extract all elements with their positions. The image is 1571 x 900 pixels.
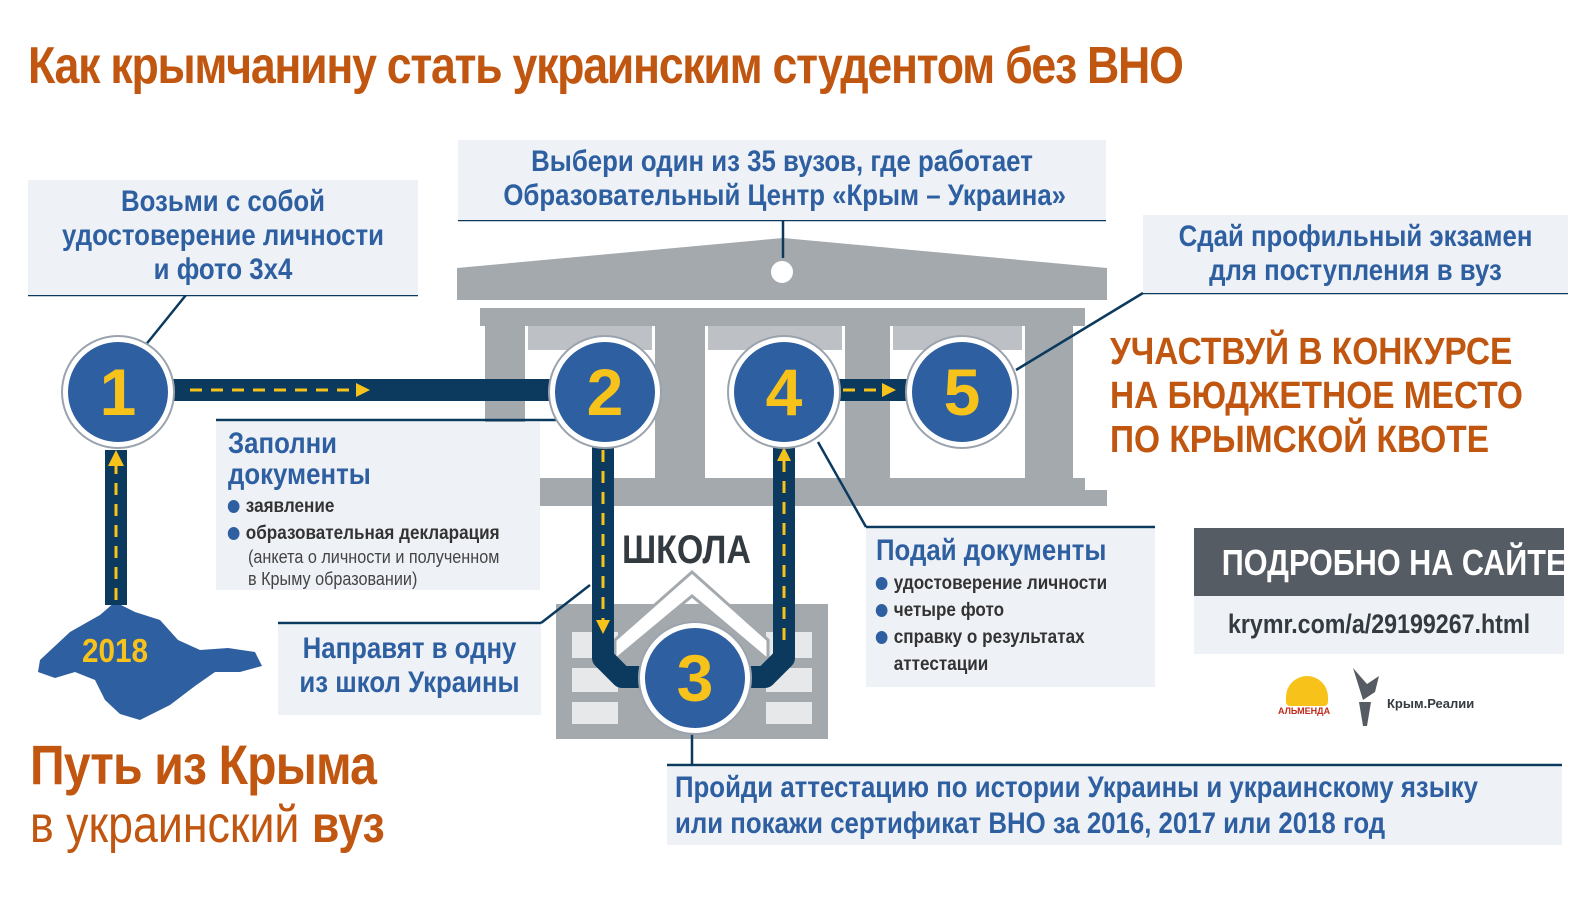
fill-title-line: Заполни [228, 427, 338, 460]
step3-direct-label: Направят в одну из школ Украины [278, 632, 541, 700]
step1-label-line: и фото 3х4 [153, 253, 293, 286]
attest-line: Пройди аттестацию по истории Украины и у… [675, 771, 1478, 804]
bullet-icon [875, 577, 888, 590]
step2-fill-docs-note: (анкета о личности и полученном в Крыму … [248, 546, 499, 590]
attest-line: или покажи сертификат ВНО за 2016, 2017 … [675, 807, 1386, 840]
krym-realii-torch-icon [1353, 668, 1379, 726]
fill-doc-item: образовательная декларация [226, 520, 500, 547]
fill-doc-text: заявление [245, 496, 335, 517]
step5-circle: 5 [907, 337, 1017, 447]
crimea-map [38, 602, 262, 720]
almenda-logo: АЛЬМЕНДА [1278, 676, 1334, 728]
submit-item: справку о результатах [874, 624, 1107, 651]
step2-university-label-box [458, 140, 1106, 220]
step1-label-line: удостоверение личности [62, 219, 384, 252]
bullet-icon [227, 527, 240, 540]
school-label: ШКОЛА [622, 528, 751, 572]
submit-item: четыре фото [874, 597, 1107, 624]
step4-submit-box [866, 529, 1155, 687]
bullet-icon [227, 500, 240, 513]
step2-university-line: Выбери один из 35 вузов, где работает [531, 145, 1033, 178]
krym-realii-logo-text: Крым.Реалии [1387, 696, 1475, 711]
fill-note-line: (анкета о личности и полученном [248, 547, 500, 567]
submit-item: удостоверение личности [874, 570, 1107, 597]
submit-item-text: справку о результатах [893, 627, 1085, 648]
step2-fill-docs-title: Заполни документы [228, 428, 394, 490]
step5-compete-label: УЧАСТВУЙ В КОНКУРСЕ НА БЮДЖЕТНОЕ МЕСТО П… [1110, 330, 1571, 462]
step2-university-line: Образовательный Центр «Крым – Украина» [503, 179, 1067, 212]
subtitle-plain: в украинский [30, 796, 300, 854]
subtitle-bold: вуз [311, 796, 385, 854]
step4-circle: 4 [729, 337, 839, 447]
direct-line: из школ Украины [299, 666, 520, 699]
fill-note-line: в Крыму образовании) [248, 569, 418, 589]
compete-line: УЧАСТВУЙ В КОНКУРСЕ [1110, 331, 1513, 373]
more-info-url[interactable]: krymr.com/a/29199267.html [1227, 609, 1531, 639]
fill-doc-item: заявление [226, 493, 500, 520]
route-arrowheads [108, 383, 896, 634]
step5-exam-line: Сдай профильный экзамен [1178, 220, 1533, 253]
more-info-url-box [1194, 596, 1564, 654]
subtitle-line1: Путь из Крыма [30, 733, 377, 796]
subtitle-line2: в украинский вуз [30, 795, 385, 855]
step2-circle: 2 [550, 337, 660, 447]
route-dashes [114, 388, 885, 640]
step4-submit-title: Подай документы [876, 534, 1107, 567]
step4-submit-list: удостоверение личности четыре фото справ… [874, 570, 1107, 678]
more-info-header-box [1194, 528, 1564, 596]
submit-item-text: удостоверение личности [893, 573, 1108, 594]
submit-item-text: аттестации [893, 654, 989, 675]
direct-line: Направят в одну [302, 632, 517, 665]
step1-label-line: Возьми с собой [120, 185, 326, 218]
compete-line: ПО КРЫМСКОЙ КВОТЕ [1110, 419, 1490, 461]
more-info-header: ПОДРОБНО НА САЙТЕ [1221, 542, 1567, 583]
step2-university-label: Выбери один из 35 вузов, где работает Об… [458, 145, 1106, 213]
step5-exam-label-box [1143, 215, 1568, 293]
step1-label-box [28, 180, 418, 295]
submit-item-continuation: аттестации [874, 651, 1107, 678]
compete-line: НА БЮДЖЕТНОЕ МЕСТО [1110, 375, 1523, 417]
step2-fill-docs-list: заявление образовательная декларация [226, 493, 500, 547]
submit-item-text: четыре фото [893, 600, 1005, 621]
building-clock [769, 259, 795, 285]
bullet-icon [875, 604, 888, 617]
almenda-sun-icon [1286, 676, 1328, 706]
step3-attest-label: Пройди аттестацию по истории Украины и у… [675, 770, 1571, 842]
step3-attest-box [667, 767, 1562, 845]
bullet-icon [875, 631, 888, 644]
step2-fill-docs-box [216, 422, 540, 590]
step5-exam-line: для поступления в вуз [1209, 254, 1502, 287]
fill-doc-text: образовательная декларация [245, 523, 500, 544]
step3-direct-box [278, 625, 541, 715]
step1-circle: 1 [63, 337, 173, 447]
step1-label: Возьми с собой удостоверение личности и … [28, 185, 418, 287]
crimea-year: 2018 [82, 632, 149, 669]
connector-lines [28, 218, 1568, 767]
fill-title-line: документы [228, 458, 371, 491]
krym-realii-logo: Крым.Реалии [1345, 666, 1495, 730]
page-title: Как крымчанину стать украинским студенто… [28, 37, 1184, 95]
almenda-logo-text: АЛЬМЕНДА [1278, 706, 1331, 716]
step3-circle: 3 [640, 623, 750, 733]
step5-exam-label: Сдай профильный экзамен для поступления … [1143, 220, 1568, 288]
